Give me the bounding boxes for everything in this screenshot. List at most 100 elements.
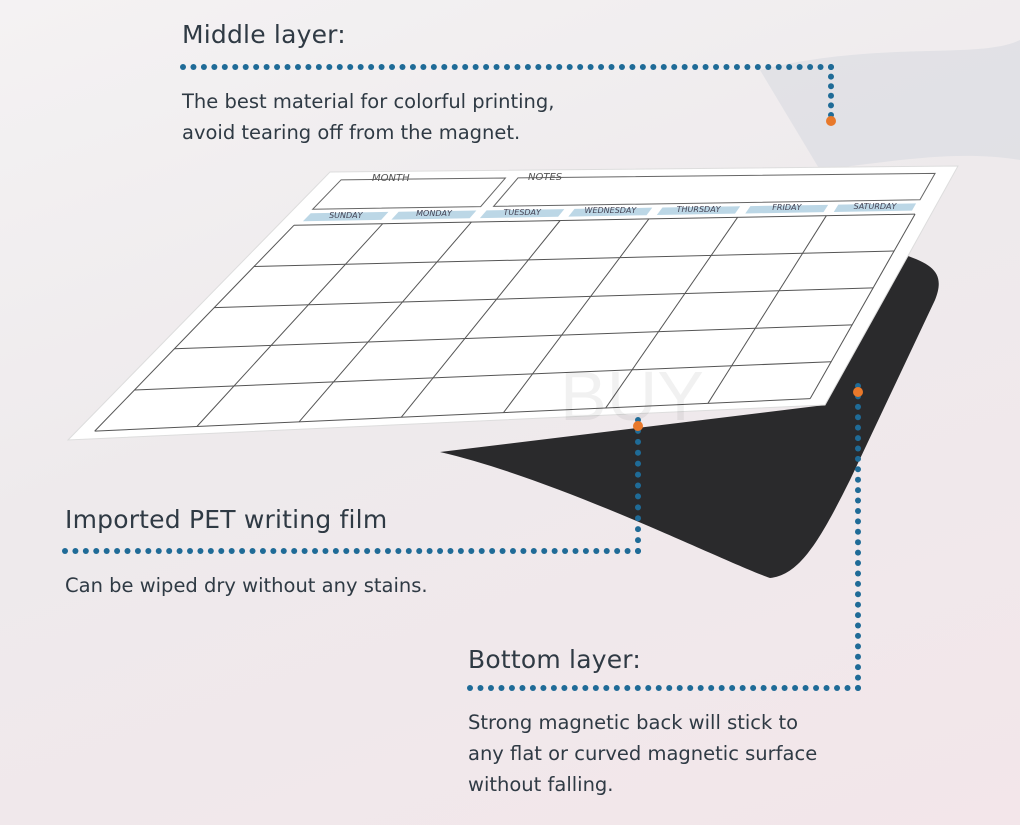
pet-callout-dot <box>374 548 381 554</box>
bottom-callout-dot <box>739 685 746 691</box>
pet-callout-dot <box>447 548 454 554</box>
middle-callout-dot <box>483 64 490 70</box>
bottom-callout-dot <box>750 685 757 691</box>
bottom-callout-dot <box>477 685 484 691</box>
grid-column-line <box>707 215 827 404</box>
middle-callout-dot <box>336 64 343 70</box>
grid-column-line <box>196 223 384 427</box>
pet-callout-dot <box>593 548 600 554</box>
pet-callout-dot <box>93 548 100 554</box>
grid-column-line <box>298 221 472 423</box>
pet-callout-dot <box>145 548 152 554</box>
pet-callout-dot <box>635 482 641 489</box>
bottom-callout-dot <box>855 455 861 462</box>
middle-callout-dot <box>524 64 531 70</box>
bottom-callout-dot <box>855 518 861 525</box>
middle-callout-dot <box>629 64 636 70</box>
day-label-friday: FRIDAY <box>772 203 802 213</box>
middle-callout-dot <box>650 64 657 70</box>
bottom-callout-dot <box>760 685 767 691</box>
bottom-callout-dot <box>802 685 809 691</box>
bottom-callout-dot <box>855 685 861 691</box>
middle-callout-dot <box>786 64 793 70</box>
pet-callout-dot <box>395 548 402 554</box>
day-pill <box>568 207 653 217</box>
bottom-callout-dot <box>792 685 799 691</box>
pet-callout-dot <box>572 548 579 554</box>
pet-callout-dot <box>509 548 516 554</box>
pet-callout-dot <box>364 548 371 554</box>
middle-callout-dot <box>713 64 720 70</box>
pet-callout-dot <box>301 548 308 554</box>
middle-callout-marker <box>826 116 836 126</box>
middle-callout-dot <box>420 64 427 70</box>
pet-callout-dot <box>635 537 641 544</box>
pet-callout-dot <box>72 548 79 554</box>
pet-callout-dot <box>635 471 641 478</box>
middle-callout-dot <box>828 73 834 80</box>
bottom-callout-dot <box>855 424 861 431</box>
middle-callout-dot <box>733 64 740 70</box>
bottom-callout-dot <box>540 685 547 691</box>
notes-box <box>492 172 936 207</box>
pet-callout-dot <box>187 548 194 554</box>
pet-callout-dot <box>249 548 256 554</box>
bottom-callout-dot <box>855 612 861 619</box>
middle-callout-dot <box>347 64 354 70</box>
bottom-callout-dot <box>697 685 704 691</box>
day-pill <box>656 206 741 216</box>
pet-callout-dot <box>270 548 277 554</box>
middle-callout-dot <box>566 64 573 70</box>
middle-callout-dot <box>284 64 291 70</box>
middle-callout-dot <box>660 64 667 70</box>
pet-callout-dot <box>426 548 433 554</box>
pet-callout-dot <box>416 548 423 554</box>
bottom-callout-dot <box>666 685 673 691</box>
pet-callout-dot <box>343 548 350 554</box>
pet-callout-dot <box>468 548 475 554</box>
pet-callout-dot <box>384 548 391 554</box>
middle-callout-dot <box>671 64 678 70</box>
middle-callout-dot <box>389 64 396 70</box>
pet-film-title: Imported PET writing film <box>65 505 388 534</box>
grid-column-line <box>503 218 650 413</box>
pet-callout-dot <box>114 548 121 554</box>
bottom-callout-dot <box>781 685 788 691</box>
grid-column-line <box>94 224 295 432</box>
pet-callout-dot <box>280 548 287 554</box>
day-label-tuesday: TUESDAY <box>503 207 541 217</box>
bottom-callout-dot <box>855 435 861 442</box>
bottom-callout-dot <box>855 466 861 473</box>
middle-callout-dot <box>744 64 751 70</box>
middle-callout-dot <box>180 64 186 70</box>
bottom-callout-dot <box>582 685 589 691</box>
middle-callout-dot <box>828 83 834 90</box>
grid-row-line <box>214 287 874 309</box>
bottom-callout-dot <box>676 685 683 691</box>
pet-callout-dot <box>155 548 162 554</box>
day-label-thursday: THURSDAY <box>676 204 721 214</box>
pet-callout-dot <box>437 548 444 554</box>
pet-callout-dot <box>635 460 641 467</box>
bottom-callout-dot <box>855 476 861 483</box>
pet-callout-dot <box>166 548 173 554</box>
middle-callout-dot <box>681 64 688 70</box>
bottom-callout-dot <box>624 685 631 691</box>
bottom-callout-dot <box>855 560 861 567</box>
bottom-callout-dot <box>687 685 694 691</box>
day-pill <box>391 210 477 220</box>
day-label-monday: MONDAY <box>416 209 452 219</box>
middle-callout-dot <box>409 64 416 70</box>
pet-callout-dot <box>541 548 548 554</box>
middle-callout-dot <box>472 64 479 70</box>
pet-callout-dot <box>239 548 246 554</box>
bottom-callout-dot <box>834 685 841 691</box>
pet-callout-dot <box>197 548 204 554</box>
bottom-callout-dot <box>508 685 515 691</box>
middle-callout-dot <box>765 64 772 70</box>
day-pill <box>479 209 565 219</box>
bottom-callout-dot <box>855 445 861 452</box>
bottom-callout-dot <box>855 403 861 410</box>
grid-row-line <box>254 250 895 267</box>
